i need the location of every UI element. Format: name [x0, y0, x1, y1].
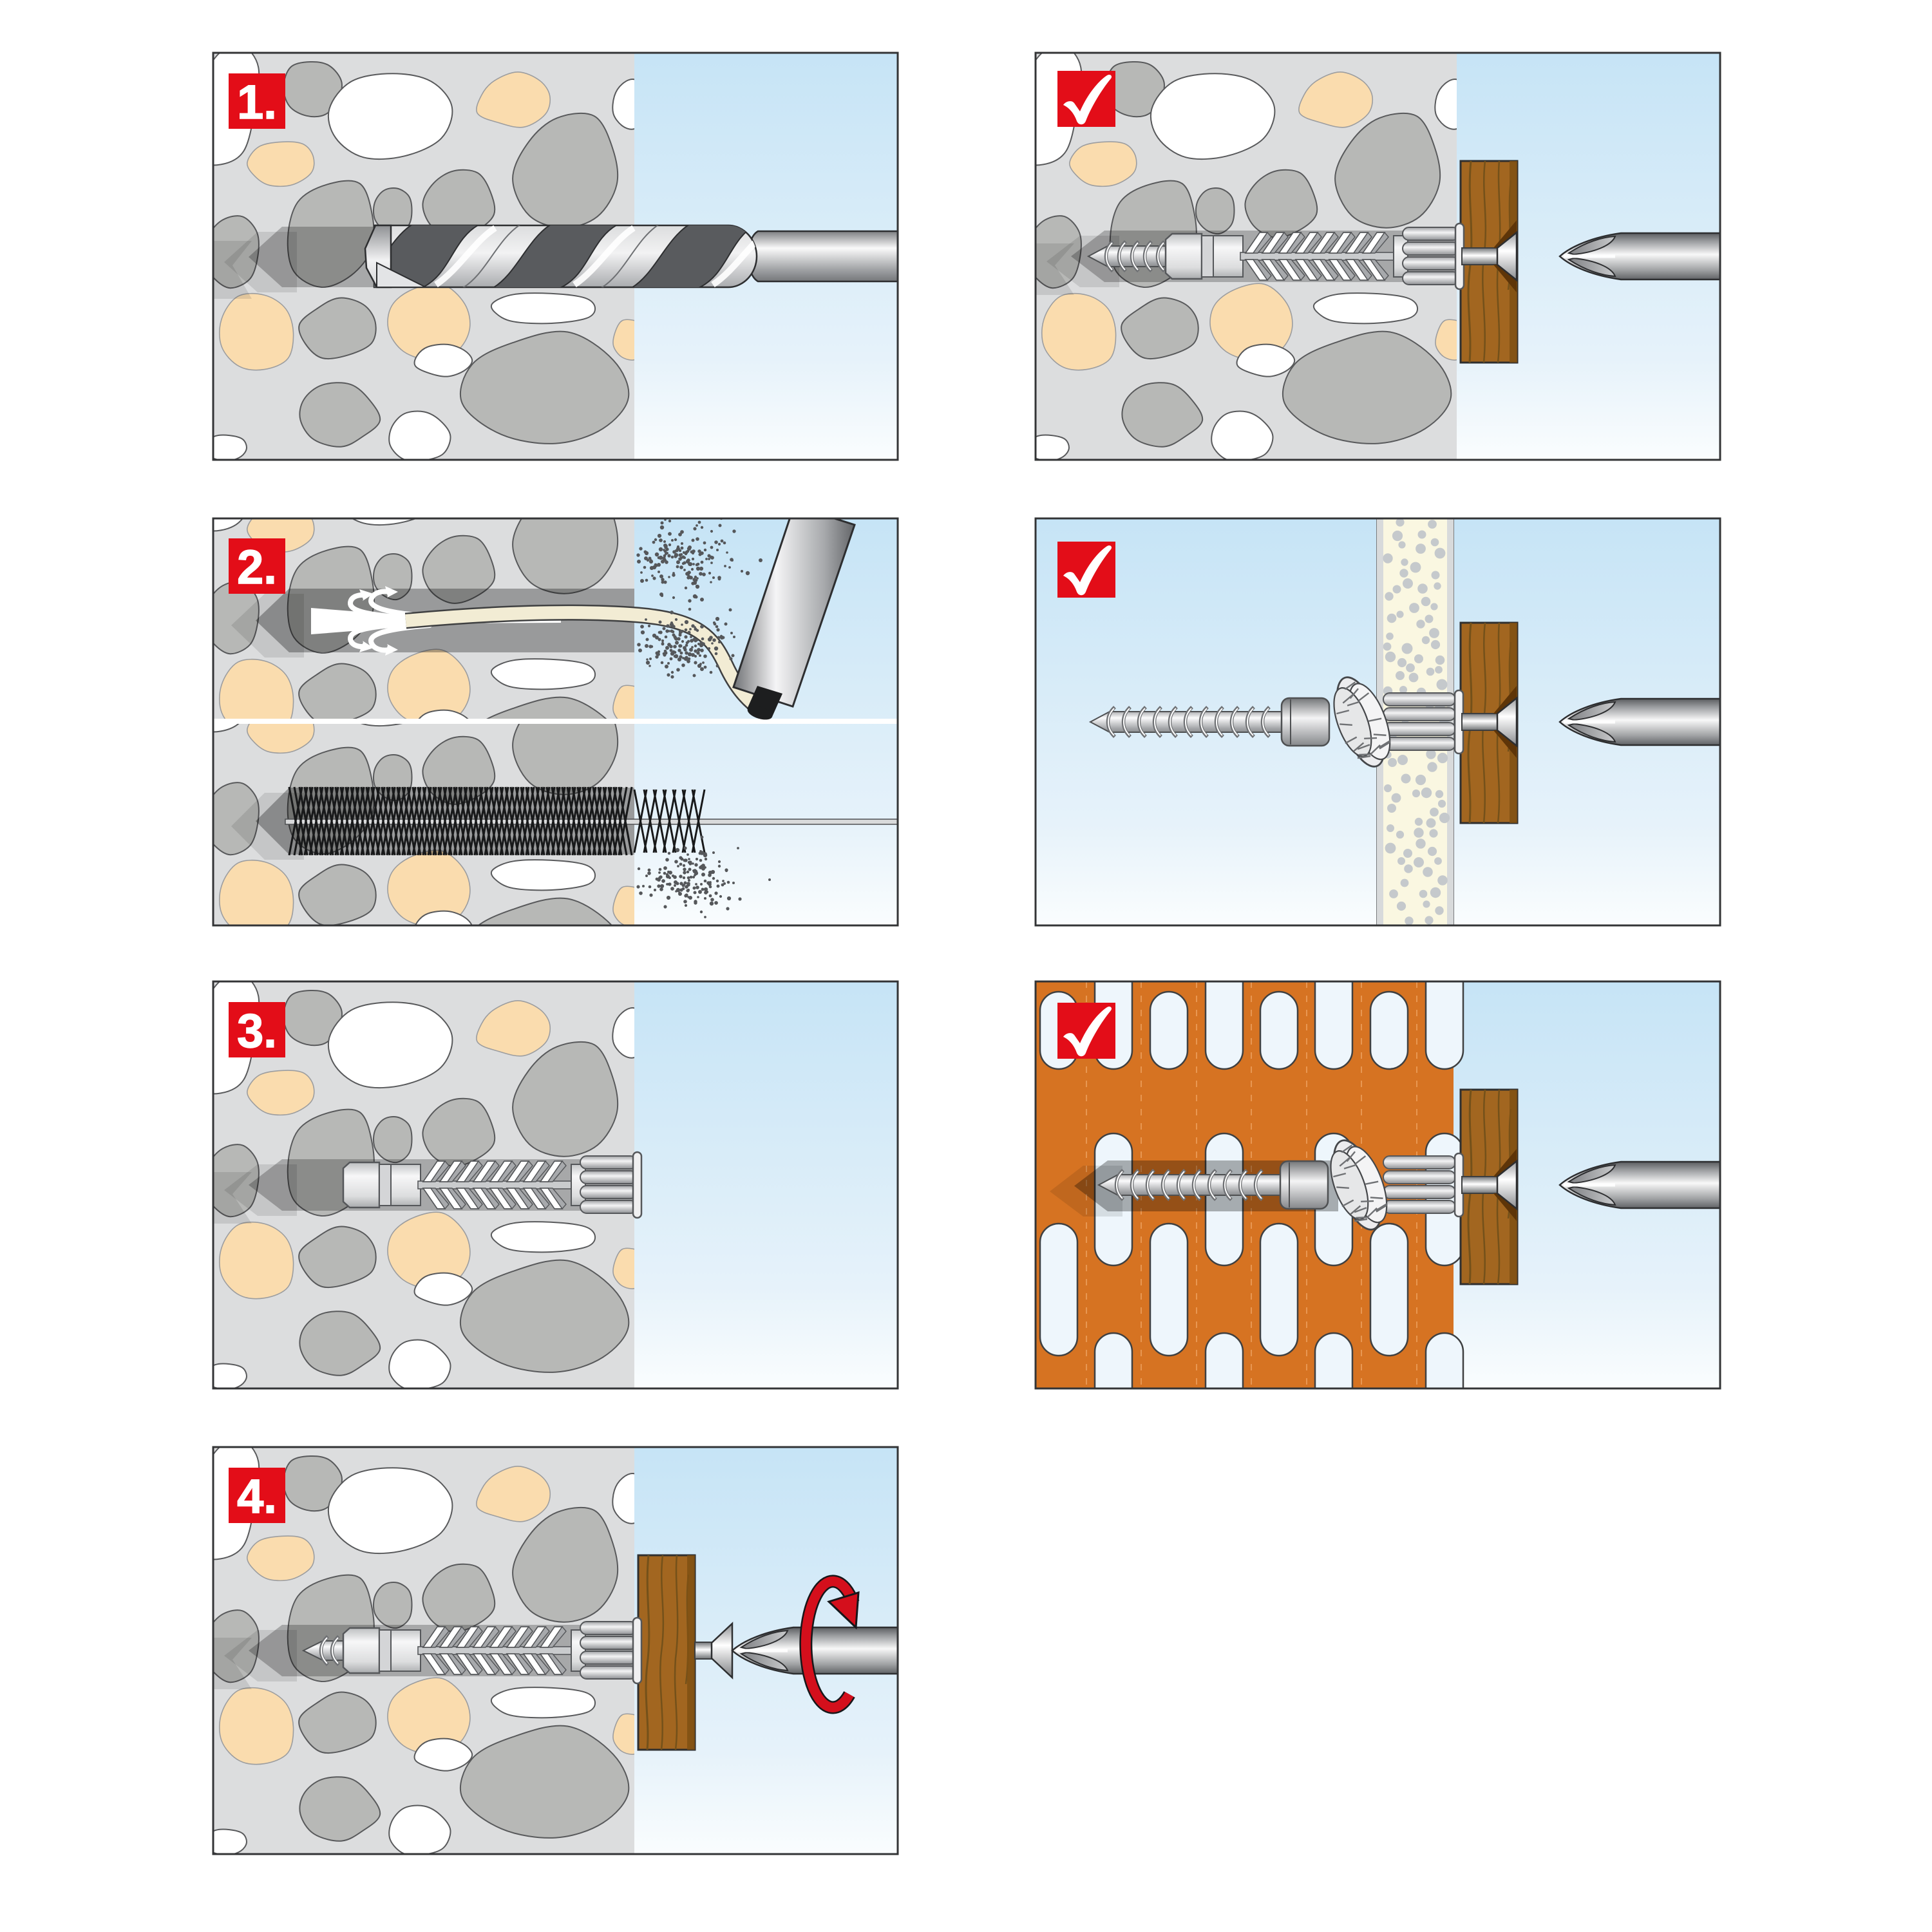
- svg-text:1.: 1.: [237, 75, 277, 129]
- svg-text:2.: 2.: [237, 540, 277, 594]
- svg-text:3.: 3.: [237, 1004, 277, 1057]
- svg-text:4.: 4.: [237, 1470, 277, 1523]
